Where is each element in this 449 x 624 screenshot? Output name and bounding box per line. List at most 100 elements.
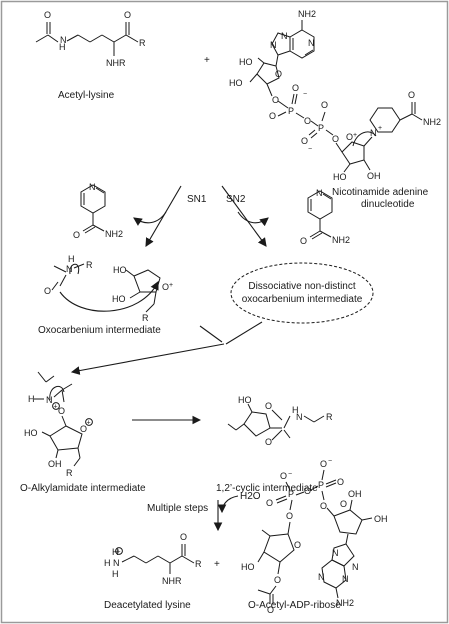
multiple-steps-label: Multiple steps [147, 503, 208, 514]
water-label: H2O [240, 491, 261, 502]
atom-o: O [301, 136, 308, 146]
charge-minus: − [303, 91, 307, 98]
dissociative-ellipse [230, 262, 374, 324]
atom-o: O [44, 286, 51, 296]
acetyl-lysine-structure: O H N O R NHR [35, 10, 146, 68]
nad-label-line2: dinucleotide [361, 199, 415, 210]
atom-nh2: NH2 [298, 9, 316, 19]
atom-o: O [321, 100, 328, 110]
acetyl-lysine-label: Acetyl-lysine [58, 90, 115, 101]
atom-o: O [332, 134, 339, 144]
atom-o: O [124, 10, 131, 20]
atom-nhr: NHR [106, 58, 126, 68]
atom-r: R [86, 260, 93, 270]
atom-ho: HO [239, 57, 253, 67]
charge-plus: + [169, 282, 173, 289]
atom-o: O [294, 540, 301, 550]
atom-o: O [180, 532, 187, 542]
atom-n: N [60, 35, 67, 45]
atom-n: N [370, 128, 377, 138]
charge-plus: + [117, 549, 121, 556]
atom-oh: OH [348, 489, 362, 499]
charge-minus: − [328, 458, 332, 465]
atom-o: O [265, 401, 272, 411]
oxocarbenium-label: Oxocarbenium intermediate [38, 325, 161, 336]
plus-sign-2: + [214, 559, 220, 570]
atom-ho: HO [238, 395, 252, 405]
atom-r: R [195, 559, 202, 569]
cyclic-label: 1,2’-cyclic intermediate [216, 483, 318, 494]
atom-n: N [270, 40, 277, 50]
atom-ho: HO [24, 428, 38, 438]
atom-oh: OH [367, 171, 381, 181]
o-acetyl-adp-ribose-label: O-Acetyl-ADP-ribose [248, 600, 341, 611]
atom-nh2: NH2 [423, 117, 441, 127]
atom-nh2: NH2 [105, 229, 123, 239]
water-arrow [217, 495, 239, 514]
atom-o: O [162, 282, 169, 292]
atom-o: O [269, 111, 276, 121]
nicotinamide-right-structure: N O NH2 [300, 188, 350, 246]
sn1-label: SN1 [187, 194, 207, 205]
charge-plus: + [378, 125, 382, 132]
nad-label-line1: Nicotinamide adenine [332, 187, 429, 198]
atom-ho: HO [241, 562, 255, 572]
atom-p: P [288, 106, 294, 116]
charge-plus: + [353, 132, 357, 139]
atom-o: O [272, 95, 279, 105]
dissociative-label-line1: Dissociative non-distinct [248, 281, 355, 292]
oxocarbenium-structure: N H R O O + HO HO R [44, 254, 173, 323]
nicotinamide-left-structure: N O NH2 [73, 182, 123, 240]
atom-r: R [139, 38, 146, 48]
atom-o: O [275, 69, 282, 79]
atom-o: O [320, 459, 327, 469]
atom-nh2: NH2 [336, 598, 354, 608]
atom-h: H [59, 42, 66, 52]
atom-r: R [142, 313, 149, 323]
atom-n: N [332, 548, 339, 558]
o-acetyl-adp-ribose-structure: O − P O O P O − O O O O HO O O [241, 458, 388, 615]
charge-minus: − [308, 146, 312, 153]
atom-oh: OH [374, 514, 388, 524]
atom-n: N [342, 574, 349, 584]
atom-o: O [346, 132, 353, 142]
atom-o: O [80, 424, 87, 434]
atom-ho: HO [113, 265, 127, 275]
atom-o: O [44, 10, 51, 20]
atom-p: P [288, 489, 294, 499]
atom-o: O [266, 498, 273, 508]
o-alkylamidate-label: O-Alkylamidate intermediate [20, 483, 146, 494]
charge-plus: + [54, 404, 58, 411]
atom-n: N [296, 412, 303, 422]
atom-p: P [318, 480, 324, 490]
atom-n: N [308, 38, 315, 48]
atom-nh2: NH2 [332, 235, 350, 245]
atom-ho: HO [229, 78, 243, 88]
sn2-release-arrow [237, 211, 269, 227]
atom-o: O [265, 437, 272, 447]
deacetylated-label: Deacetylated lysine [104, 600, 191, 611]
atom-o: O [408, 90, 415, 100]
dissociative-label-line2: oxocarbenium intermediate [242, 294, 363, 305]
atom-n: N [89, 182, 96, 192]
atom-h: H [292, 405, 299, 415]
nad-structure: NH2 N N N O HO HO O P O − O O P O O [229, 9, 441, 182]
sn2-label: SN2 [226, 194, 246, 205]
atom-h: H [68, 254, 75, 264]
charge-minus: − [288, 471, 292, 478]
atom-ho: HO [112, 294, 126, 304]
atom-n: N [46, 395, 53, 405]
atom-o: O [280, 471, 287, 481]
converge-arrow-left [199, 325, 223, 343]
atom-n: N [318, 572, 325, 582]
atom-n: N [316, 188, 323, 198]
atom-r: R [326, 412, 333, 422]
charge-plus: + [87, 420, 91, 427]
to-alkylamidate-arrow [70, 343, 225, 375]
atom-p: P [318, 123, 324, 133]
atom-o: O [300, 236, 307, 246]
atom-o: O [304, 486, 311, 496]
atom-h: H [112, 569, 119, 579]
atom-o: O [304, 116, 311, 126]
atom-n: N [113, 558, 120, 568]
